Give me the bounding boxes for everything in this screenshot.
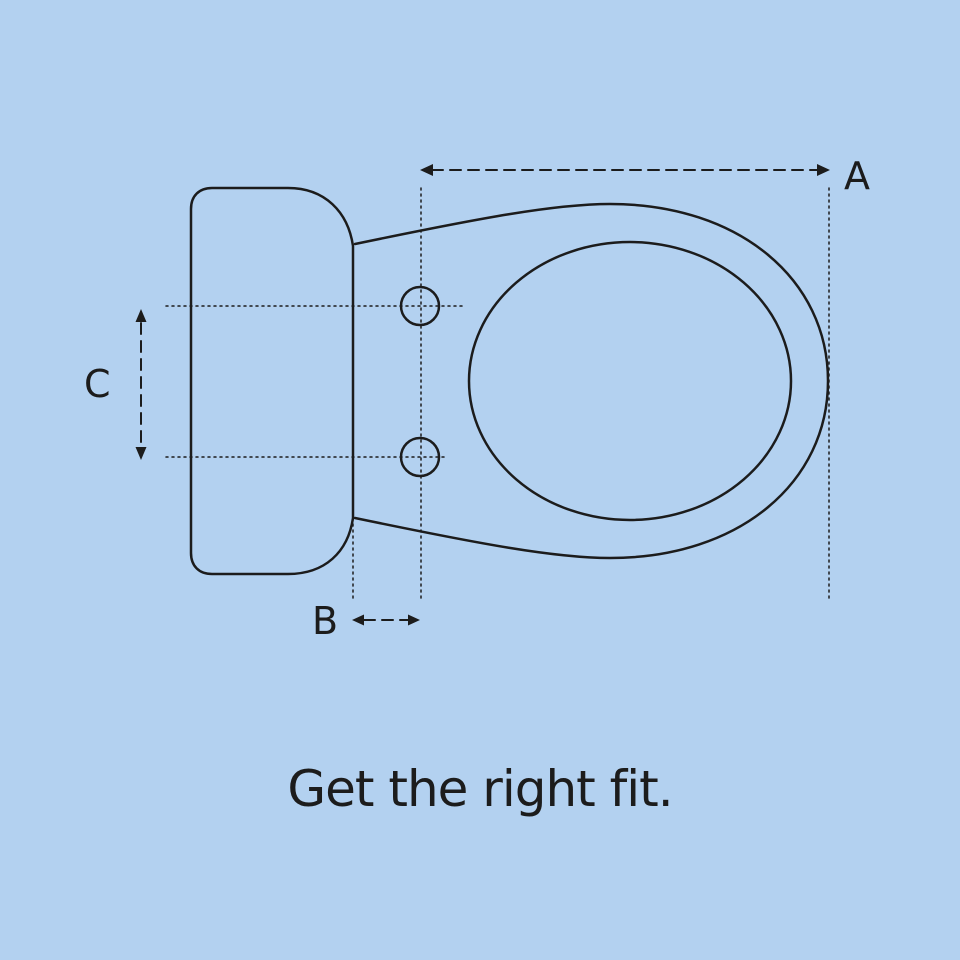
tagline: Get the right fit.	[287, 760, 673, 818]
dimension-a-label: A	[844, 154, 870, 198]
dimension-a-arrow-right	[817, 164, 830, 176]
dimension-b-label: B	[312, 599, 338, 643]
dimension-c-label: C	[84, 362, 111, 406]
dimension-a-arrow-left	[420, 164, 433, 176]
dimension-b-arrow-right	[408, 614, 420, 626]
dimension-c-arrow-down	[135, 447, 147, 460]
dimension-b-arrow-left	[352, 614, 364, 626]
seat-outer-outline	[353, 202, 830, 560]
bowl-opening	[467, 240, 793, 522]
tank-outline	[189, 186, 355, 576]
dimension-c-arrow-up	[135, 309, 147, 322]
